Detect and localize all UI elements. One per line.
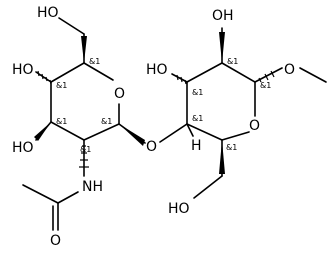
hash-c1r-omethoxy (258, 70, 275, 83)
bond-c5-oring (83, 62, 114, 81)
bond-c2r-c1r (221, 62, 256, 83)
stereo-label-c1r: &1 (260, 81, 271, 90)
wedge-c5r-c6r (219, 140, 225, 174)
bond-c4-c5 (50, 62, 85, 83)
atom-ho-left-upper: HO (12, 62, 34, 78)
bond-c6r-o6r (193, 175, 223, 199)
stereo-label-c3: &1 (56, 117, 67, 126)
wedge-c1-obridge (119, 124, 145, 146)
bond-obridge-c4r (159, 123, 188, 143)
stereo-bond-layer (34, 32, 275, 174)
atom-o-ring-left: O (114, 86, 125, 102)
atom-o-carbonyl: O (50, 233, 61, 249)
atom-oh-right-top: OH (212, 8, 234, 24)
atom-ho-bottom: HO (168, 201, 190, 217)
bond-omethoxy-methyl (299, 67, 327, 83)
atom-ho-right-left: HO (146, 62, 168, 78)
bond-oring-c5r (221, 131, 250, 141)
bond-c3r-oh (171, 73, 188, 83)
stereo-label-layer: &1 &1 &1 &1 &1 &1 &1 &1 &1 &1 (56, 57, 271, 154)
hash-c2-n (79, 145, 89, 168)
bond-carbonyl-methyl (22, 184, 59, 204)
hash-c4-oh (37, 70, 52, 85)
bond-c3r-c2r (186, 62, 223, 83)
stereo-label-c4r: &1 (192, 114, 203, 123)
stereo-label-c3r: &1 (192, 88, 203, 97)
stereo-label-c2r: &1 (227, 57, 238, 66)
bond-c4r-h (186, 123, 194, 137)
stereo-label-c5: &1 (89, 57, 100, 66)
bond-c1r-omethoxy (254, 67, 283, 83)
bond-c6-o6 (58, 17, 85, 35)
wedge-c5-c6 (81, 36, 87, 63)
atom-o-bridge: O (146, 139, 157, 155)
atom-o-methoxy: O (284, 62, 295, 78)
atom-ho-left-lower: HO (12, 140, 34, 156)
bond-c1-c2 (83, 123, 120, 141)
atom-h-c4: H (191, 138, 202, 154)
hash-c3r-oh (176, 74, 187, 85)
atom-nh: NH (82, 179, 103, 195)
bond-c5r-c4r (186, 123, 223, 141)
stereo-label-c2: &1 (80, 145, 91, 154)
bond-n-carbonyl (57, 191, 79, 204)
stereo-label-c4: &1 (56, 81, 67, 90)
atom-label-layer: HO HO HO O O NH O OH HO O O H HO (12, 5, 295, 249)
wedge-c2r-oh (219, 32, 225, 63)
wedge-c3-oh (34, 122, 51, 141)
bond-c2-c3 (50, 121, 85, 141)
stereo-label-c5r: &1 (226, 143, 237, 152)
atom-ho-top: HO (37, 5, 59, 21)
bond-layer-right (171, 27, 327, 199)
stereo-label-c1: &1 (101, 117, 112, 126)
atom-o-ring-right: O (249, 118, 260, 134)
